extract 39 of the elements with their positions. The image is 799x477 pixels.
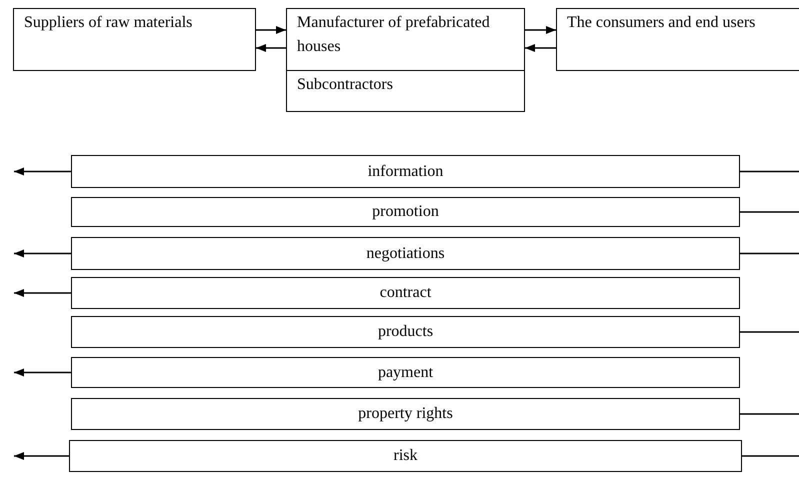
box-label: risk (394, 446, 418, 466)
process-box (556, 8, 799, 71)
flow-bar (71, 155, 740, 188)
arrow (256, 26, 286, 34)
arrow (14, 250, 71, 258)
arrow (256, 44, 286, 52)
line (740, 331, 799, 333)
line (742, 455, 799, 457)
process-box (286, 8, 525, 71)
box-label: products (378, 322, 434, 342)
box-label: Suppliers of raw materials (24, 14, 192, 31)
line (740, 252, 799, 254)
box-label: Subcontractors (297, 76, 393, 93)
flow-bar (71, 277, 740, 309)
arrow (14, 368, 71, 376)
flow-bar (71, 237, 740, 270)
line (740, 170, 799, 172)
box-label: payment (378, 362, 434, 382)
box-label: negotiations (366, 244, 445, 264)
flow-bar (71, 197, 740, 227)
arrow (525, 44, 556, 52)
box-label: Manufacturer of prefabricated houses (297, 14, 490, 55)
line (740, 413, 799, 415)
box-label: The consumers and end users (567, 14, 756, 31)
box-label: information (368, 162, 444, 182)
flow-bar (71, 398, 740, 430)
arrow (14, 168, 71, 176)
arrow (14, 452, 69, 460)
flow-bar (69, 440, 742, 472)
arrow (525, 26, 556, 34)
process-box (13, 8, 256, 71)
flow-bar (71, 357, 740, 388)
box-label: contract (380, 283, 432, 303)
box-label: promotion (372, 202, 439, 222)
line (740, 211, 799, 213)
process-box (286, 70, 525, 112)
flow-bar (71, 316, 740, 348)
box-label: property rights (358, 404, 453, 424)
arrow (14, 289, 71, 297)
